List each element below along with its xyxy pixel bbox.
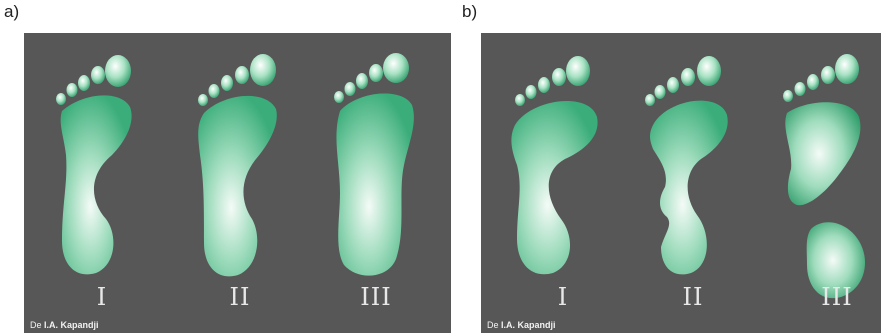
panel-b-letter: b) [462, 2, 477, 22]
footprint-b-3 [783, 54, 865, 298]
footprint-a-2 [198, 54, 277, 276]
label-a-3: III [360, 283, 391, 311]
label-a-2: II [230, 283, 251, 311]
label-a-1: I [97, 283, 107, 311]
label-b-2: II [683, 283, 704, 311]
footprint-b-2 [645, 56, 728, 274]
credit-a-author: I.A. Kapandji [44, 320, 99, 330]
panel-b: I II III De I.A. Kapandji [481, 33, 881, 333]
credit-b-prefix: De [487, 320, 499, 330]
label-b-1: I [558, 283, 568, 311]
credit-b-author: I.A. Kapandji [501, 320, 556, 330]
credit-b: De I.A. Kapandji [487, 320, 556, 330]
footprint-a-3 [334, 53, 414, 276]
footprint-b-1 [511, 56, 597, 274]
label-b-3: III [821, 283, 852, 311]
panel-a-letter: a) [4, 2, 19, 22]
credit-a-prefix: De [30, 320, 42, 330]
footprint-a-1 [56, 55, 132, 274]
credit-a: De I.A. Kapandji [30, 320, 99, 330]
panel-a: I II III De I.A. Kapandji [24, 33, 451, 333]
